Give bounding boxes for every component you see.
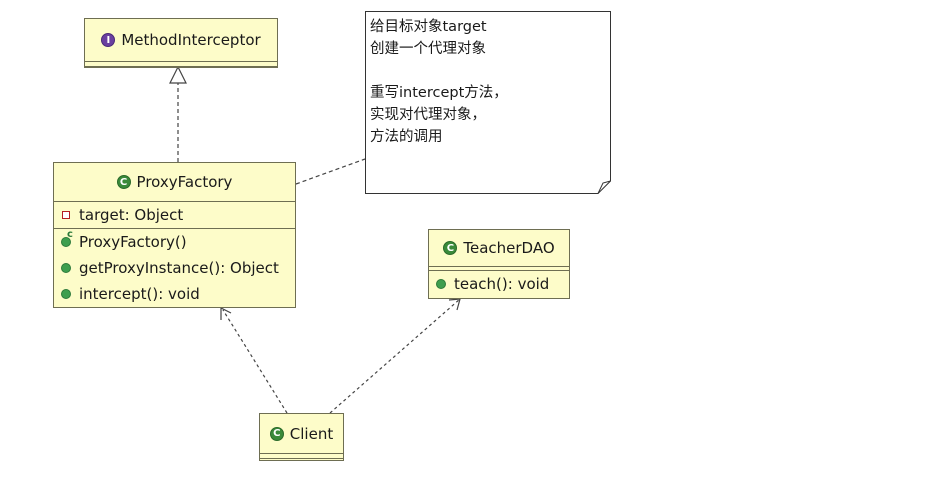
note-line: 创建一个代理对象: [370, 41, 486, 57]
dependency-client-teacherdao-line: [329, 298, 461, 414]
class-header: I MethodInterceptor: [85, 19, 277, 62]
note-line: 给目标对象target: [370, 19, 487, 35]
method-row[interactable]: teach(): void: [429, 271, 569, 297]
dependency-client-proxyfactory-arrowhead: [220, 307, 232, 320]
note-box[interactable]: 给目标对象target 创建一个代理对象 重写intercept方法， 实现对代…: [365, 11, 611, 194]
note-shape: [365, 11, 611, 194]
field-text: target: Object: [79, 206, 184, 224]
attribute-compartment: [260, 454, 343, 459]
attribute-compartment: [429, 267, 569, 271]
class-badge-icon: C: [116, 175, 131, 189]
class-name: MethodInterceptor: [121, 31, 261, 49]
class-name: ProxyFactory: [136, 173, 233, 191]
class-box-proxy-factory[interactable]: C ProxyFactory target: Object c ProxyFac…: [53, 162, 296, 308]
class-header: C TeacherDAO: [429, 230, 569, 267]
method-compartment: c ProxyFactory() getProxyInstance(): Obj…: [54, 229, 295, 307]
field-row[interactable]: target: Object: [54, 202, 295, 228]
class-box-client[interactable]: C Client: [259, 413, 344, 461]
note-line: [370, 60, 508, 82]
class-header: C Client: [260, 414, 343, 454]
method-text: getProxyInstance(): Object: [79, 259, 279, 277]
method-text: ProxyFactory(): [79, 233, 187, 251]
method-row[interactable]: getProxyInstance(): Object: [54, 255, 295, 281]
method-text: intercept(): void: [79, 285, 200, 303]
public-visibility-icon: [61, 263, 71, 273]
note-line: 方法的调用: [370, 129, 443, 145]
dependency-client-proxyfactory-line: [222, 309, 288, 414]
attribute-compartment: target: Object: [54, 202, 295, 229]
class-badge-icon: C: [269, 426, 284, 441]
note-link-line: [295, 158, 366, 185]
public-visibility-icon: [61, 289, 71, 299]
method-row[interactable]: intercept(): void: [54, 281, 295, 307]
private-visibility-icon: [62, 211, 70, 219]
constructor-visibility-icon: c: [61, 229, 73, 247]
dependency-client-teacherdao-arrowhead: [448, 298, 461, 311]
class-name: Client: [289, 424, 334, 443]
class-badge-icon: C: [443, 241, 458, 255]
note-line: 重写intercept方法，: [370, 85, 508, 101]
class-box-teacher-dao[interactable]: C TeacherDAO teach(): void: [428, 229, 570, 299]
method-text: teach(): void: [454, 275, 550, 293]
class-name: TeacherDAO: [463, 239, 555, 257]
class-box-method-interceptor[interactable]: I MethodInterceptor: [84, 18, 278, 68]
interface-badge-icon: I: [101, 33, 116, 47]
note-line: 实现对代理对象，: [370, 107, 486, 123]
method-row[interactable]: c ProxyFactory(): [54, 229, 295, 255]
attribute-compartment: [85, 62, 277, 67]
realization-arrowhead: [169, 65, 187, 84]
note-text: 给目标对象target 创建一个代理对象 重写intercept方法， 实现对代…: [370, 16, 508, 148]
public-visibility-icon: [436, 279, 446, 289]
class-header: C ProxyFactory: [54, 163, 295, 202]
